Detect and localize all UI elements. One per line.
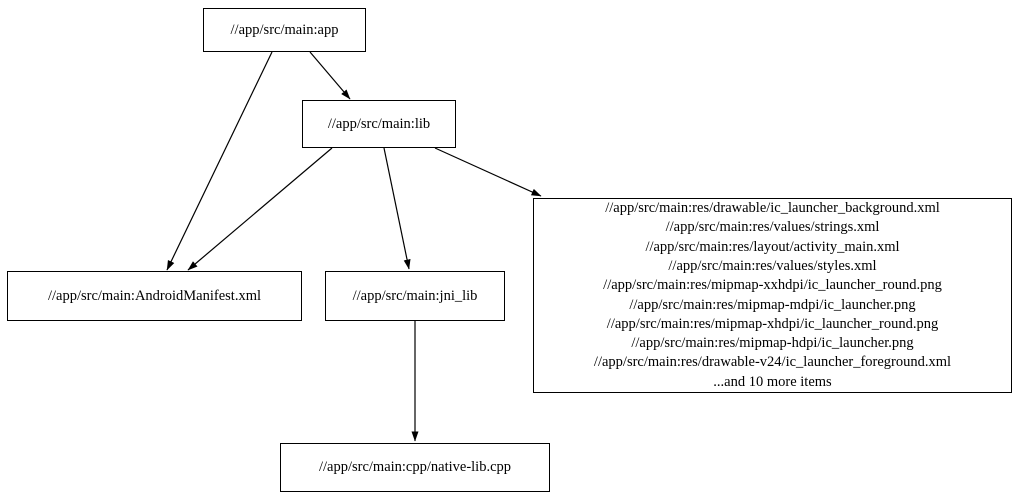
node-jni-lib-label: //app/src/main:jni_lib (352, 287, 478, 304)
resource-file-line: //app/src/main:res/mipmap-mdpi/ic_launch… (629, 296, 916, 313)
node-lib-target: //app/src/main:lib (302, 100, 456, 148)
resource-file-line: //app/src/main:res/values/styles.xml (668, 257, 877, 274)
edge-lib-to-jni-lib (383, 147, 411, 270)
resource-files-more-items: ...and 10 more items (713, 373, 832, 390)
resource-file-line: //app/src/main:res/mipmap-hdpi/ic_launch… (631, 335, 914, 352)
node-lib-label: //app/src/main:lib (327, 115, 431, 132)
node-native-lib-cpp-label: //app/src/main:cpp/native-lib.cpp (318, 459, 512, 475)
resource-file-line: //app/src/main:res/mipmap-xhdpi/ic_launc… (606, 315, 939, 332)
resource-file-line: //app/src/main:res/layout/activity_main.… (645, 238, 900, 255)
edge-app-to-manifest (166, 51, 273, 271)
node-native-lib-cpp: //app/src/main:cpp/native-lib.cpp (280, 443, 550, 492)
node-android-manifest: //app/src/main:AndroidManifest.xml (7, 271, 302, 321)
node-app-target: //app/src/main:app (203, 8, 366, 52)
resource-file-line: //app/src/main:res/mipmap-xxhdpi/ic_laun… (603, 277, 942, 294)
node-resource-files: //app/src/main:res/drawable/ic_launcher_… (533, 198, 1012, 393)
edge-lib-to-res-files (434, 147, 542, 197)
resource-file-line: //app/src/main:res/drawable-v24/ic_launc… (593, 354, 952, 371)
edge-lib-to-manifest (187, 147, 333, 271)
node-app-label: //app/src/main:app (230, 21, 339, 38)
resource-file-line: //app/src/main:res/values/strings.xml (665, 219, 880, 236)
resource-file-line: //app/src/main:res/drawable/ic_launcher_… (605, 200, 940, 217)
edge-app-to-lib (309, 51, 351, 100)
node-android-manifest-label: //app/src/main:AndroidManifest.xml (47, 287, 262, 304)
node-jni-lib: //app/src/main:jni_lib (325, 271, 505, 321)
